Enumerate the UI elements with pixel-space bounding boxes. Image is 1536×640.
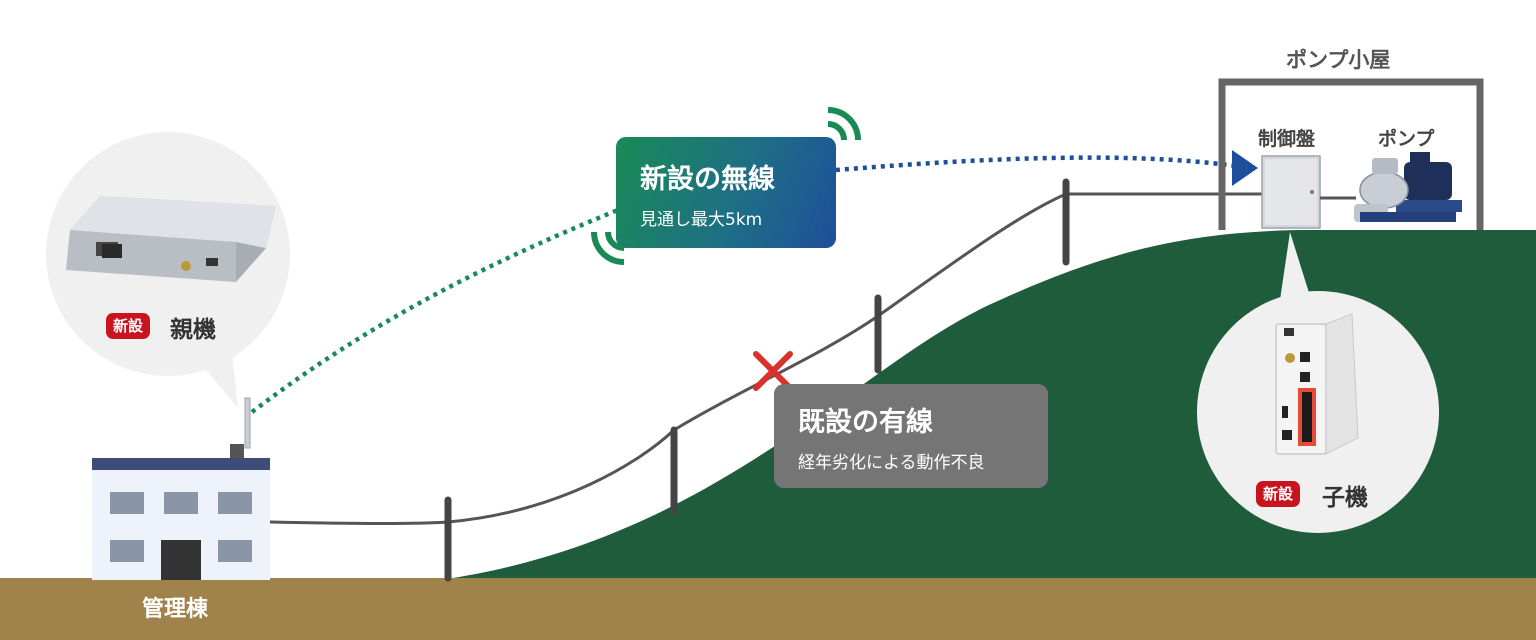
wired-title: 既設の有線 [798, 407, 933, 438]
signal-waves-icon [591, 107, 861, 265]
wired-info-box: 既設の有線 経年劣化による動作不良 [774, 384, 1048, 488]
wired-cable [269, 192, 1262, 525]
management-building [92, 458, 270, 580]
arrow-right-icon [1232, 150, 1258, 186]
wireless-subtitle: 見通し最大5km [640, 210, 763, 230]
child-new-badge: 新設 [1256, 481, 1301, 507]
building-label: 管理棟 [142, 597, 209, 622]
wireless-info-box: 新設の無線 見通し最大5km [616, 137, 836, 248]
child-device-label: 子機 [1322, 485, 1368, 511]
child-device-image [1275, 313, 1359, 455]
control-panel-label: 制御盤 [1258, 128, 1316, 150]
pump-label: ポンプ [1378, 128, 1435, 150]
parent-device-label: 親機 [170, 317, 216, 343]
wired-subtitle: 経年劣化による動作不良 [798, 453, 985, 473]
wireless-link-right [835, 155, 1237, 173]
cable-poles [444, 178, 1070, 582]
pump-house-frame [1218, 78, 1484, 230]
wireless-link-left [250, 207, 619, 414]
pump-house-title: ポンプ小屋 [1286, 48, 1391, 72]
control-panel [1261, 155, 1321, 229]
wireless-title: 新設の無線 [640, 164, 775, 195]
pump-machine [1354, 152, 1462, 222]
parent-new-badge: 新設 [106, 313, 151, 339]
parent-device-image [66, 196, 276, 282]
cross-mark-icon [753, 351, 793, 391]
antenna [230, 397, 251, 458]
ground-strip [0, 578, 1536, 640]
